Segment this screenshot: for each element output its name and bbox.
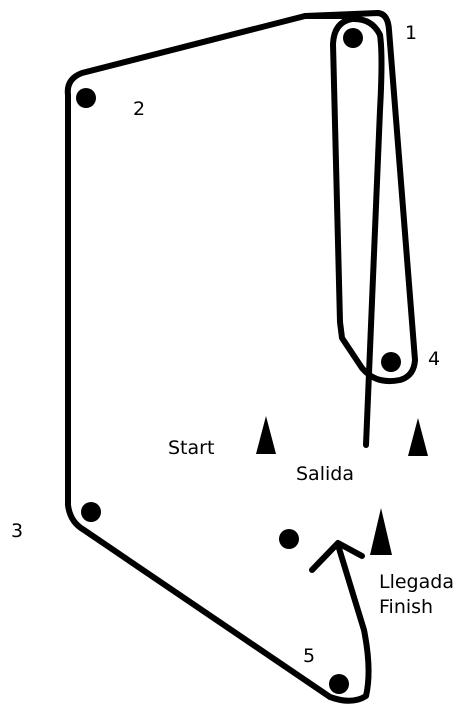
course-route-loop-outer [302, 10, 418, 448]
mark-5 [329, 674, 349, 694]
salida-label: Salida [296, 463, 354, 485]
start-label: Start [168, 437, 215, 459]
mark-1 [343, 28, 363, 48]
mark-3-label: 3 [11, 520, 24, 542]
start-flag-left [256, 416, 276, 454]
llegada-label: Llegada [379, 571, 454, 593]
mark-1-label: 1 [405, 22, 418, 44]
mark-2-label: 2 [133, 98, 146, 120]
finish-flag [370, 508, 392, 555]
finish-arrow-head [309, 540, 365, 573]
mark-4-label: 4 [428, 348, 441, 370]
mark-4 [381, 352, 401, 372]
finish-label: Finish [379, 596, 434, 618]
finish-pin-mark [279, 529, 299, 549]
mark-2 [76, 88, 96, 108]
course-route-outer [64, 13, 372, 704]
start-flag-right [408, 418, 428, 456]
mark-3 [81, 502, 101, 522]
mark-5-label: 5 [303, 645, 316, 667]
